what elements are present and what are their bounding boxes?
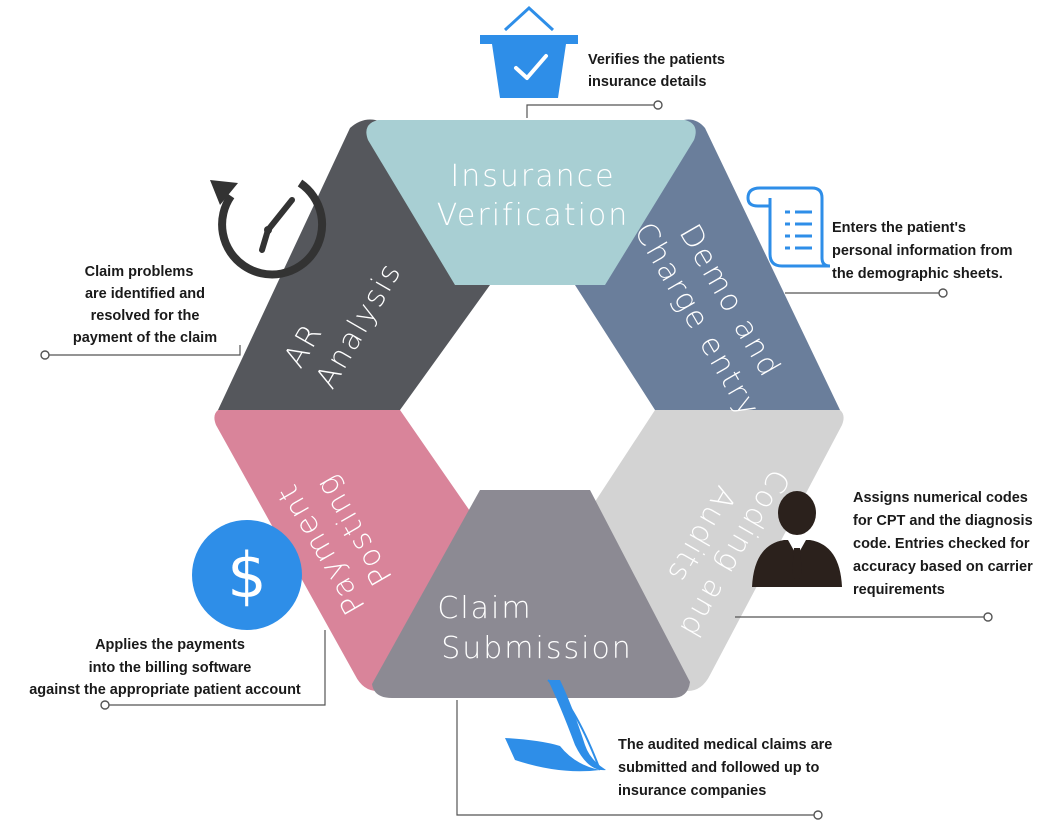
connector-claim-dot [813,810,823,820]
note-claim-line3: insurance companies [618,783,766,799]
note-claim: The audited medical claims are submitted… [618,737,832,799]
dollar-coin-icon: $ [192,520,302,630]
note-coding-line2: for CPT and the diagnosis [853,513,1033,529]
note-payment-line2: into the billing software [89,660,252,676]
note-ar-line2: are identified and [85,286,205,302]
note-insurance: Verifies the patients insurance details [588,52,725,90]
note-coding-line4: accuracy based on carrier [853,559,1033,575]
note-payment-line3: against the appropriate patient account [29,682,301,698]
note-claim-line1: The audited medical claims are [618,737,832,753]
connector-coding-dot [983,612,993,622]
note-demo-line1: Enters the patient's [832,220,966,236]
note-insurance-line2: insurance details [588,74,706,90]
note-insurance-line1: Verifies the patients [588,52,725,68]
segment-claim-submission [372,490,690,698]
connector-insurance-dot [653,100,663,110]
connector-insurance [526,104,655,118]
connector-demo-dot [938,288,948,298]
note-ar-line1: Claim problems [85,264,194,280]
connector-payment-dot [100,700,110,710]
segment-insurance-verification [366,120,696,285]
connector-claim [456,700,815,816]
basket-check-icon [480,5,578,98]
insurance-label-line2: Verification [437,198,630,233]
note-ar-line3: resolved for the [91,308,200,324]
claim-label-line2: Submission [441,631,633,666]
insurance-label-line1: Insurance [450,159,615,194]
insurance-label: Insurance Verification [437,159,630,233]
businessman-icon [752,491,842,587]
connector-ar [48,345,241,356]
note-payment-line1: Applies the payments [95,637,245,653]
claim-label-line1: Claim [437,591,532,626]
note-demo: Enters the patient's personal informatio… [832,220,1012,282]
note-coding: Assigns numerical codes for CPT and the … [853,490,1033,598]
note-demo-line3: the demographic sheets. [832,266,1003,282]
note-coding-line3: code. Entries checked for [853,536,1030,552]
note-coding-line5: requirements [853,582,945,598]
note-coding-line1: Assigns numerical codes [853,490,1028,506]
document-scroll-icon [746,186,831,268]
note-payment: Applies the payments into the billing so… [29,637,301,698]
note-demo-line2: personal information from [832,243,1012,259]
paper-claim-icon [505,679,606,772]
connector-ar-dot [40,350,50,360]
note-ar: Claim problems are identified and resolv… [73,264,217,346]
claim-label: Claim Submission [437,591,633,666]
clock-arrow-icon [210,179,327,279]
svg-text:$: $ [227,539,266,612]
connector-payment [108,630,326,706]
note-ar-line4: payment of the claim [73,330,217,346]
note-claim-line2: submitted and followed up to [618,760,820,776]
